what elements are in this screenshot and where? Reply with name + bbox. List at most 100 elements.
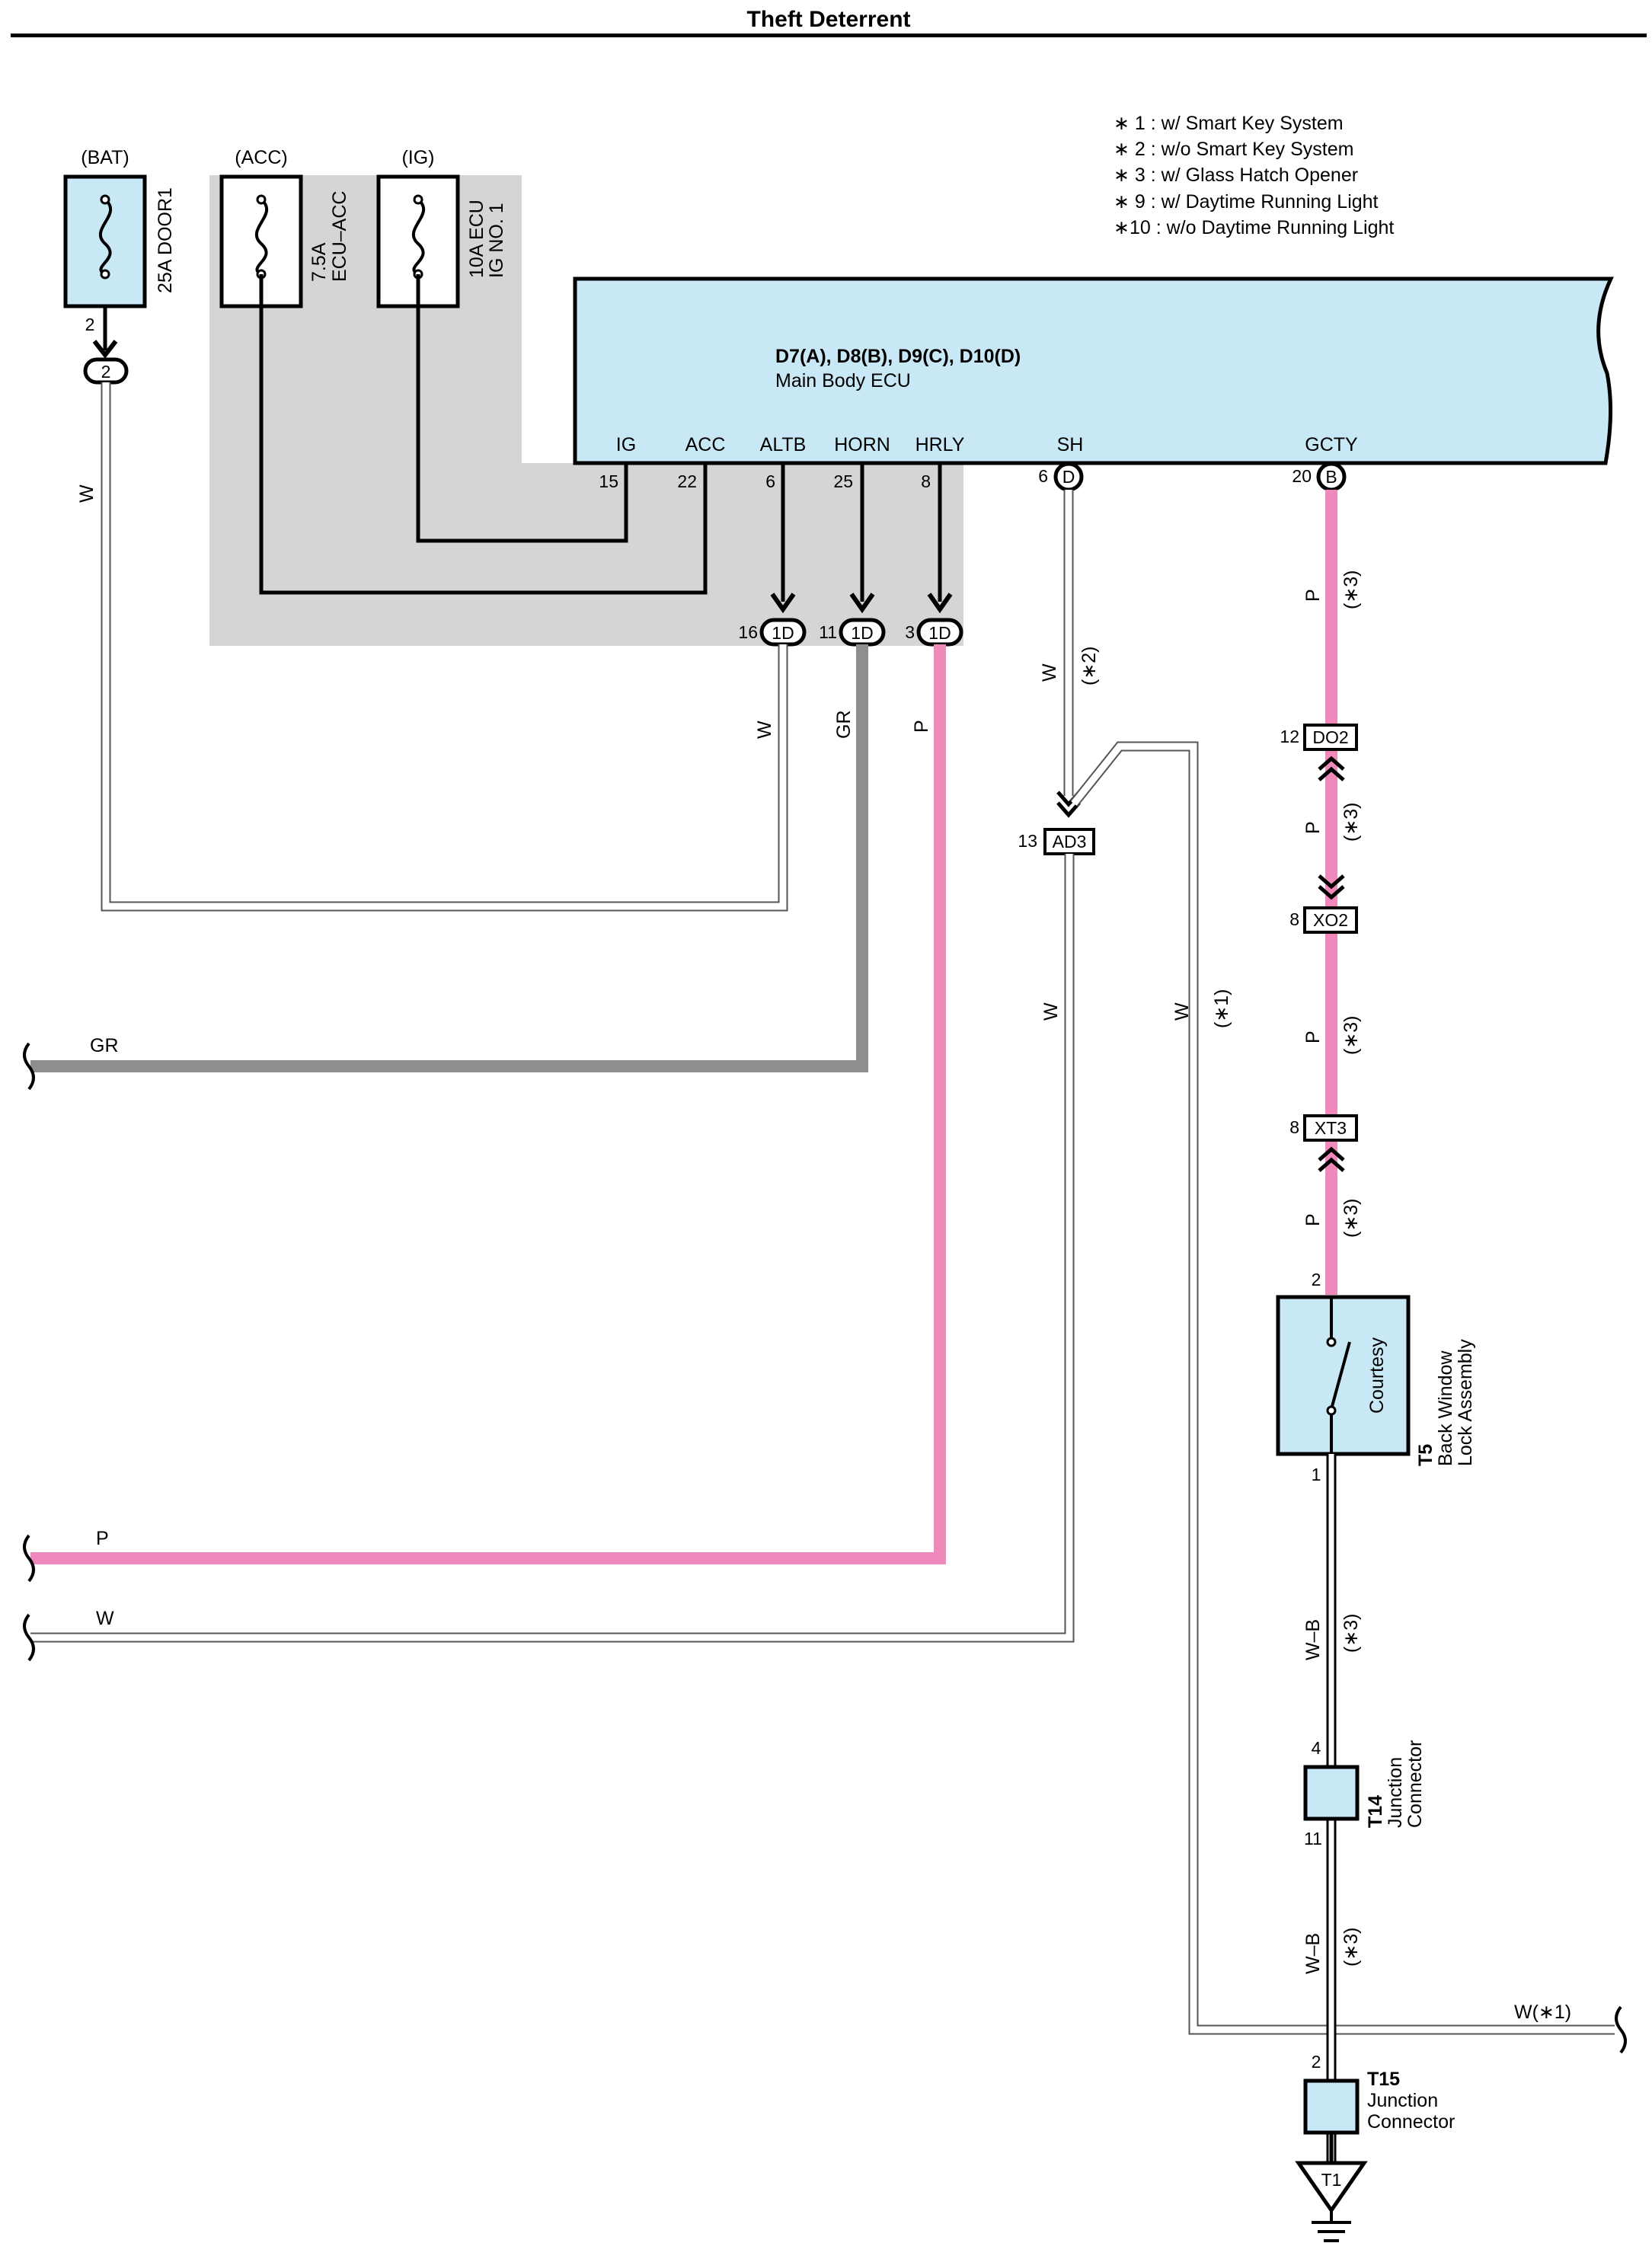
t14-code: T14 [1365,1795,1386,1828]
ecu-connectors: D7(A), D8(B), D9(C), D10(D) [775,346,1021,367]
junction-1d-3: 3 1D [905,618,963,647]
wire-label-gr: GR [833,711,855,740]
svg-text:B: B [1325,467,1337,487]
ecu-terminal-sh: SH [1057,434,1084,455]
note-2: ∗ 2 : w/o Smart Key System [1114,139,1353,160]
wire-note-w-smart: (∗1) [1211,989,1232,1028]
note-4: ∗ 9 : w/ Daytime Running Light [1114,191,1379,212]
wire-label-p-xo2: P [1302,1030,1324,1043]
fuse-acc-source: (ACC) [235,147,287,168]
wire-label-w-sh: W [1039,663,1060,682]
wire-label-w-bat: W [76,484,97,503]
pin-hrly: 8 [921,471,931,491]
wire-label-p: P [911,720,932,733]
left-label-p: P [96,1528,109,1549]
t14-name-line1: Junction [1385,1757,1406,1828]
svg-text:1D: 1D [772,623,794,643]
fuse-bat-source: (BAT) [81,147,129,168]
connector-gcty-b: B [1316,462,1347,492]
wire-label-w-smart: W [1171,1002,1193,1021]
main-body-ecu: D7(A), D8(B), D9(C), D10(D) Main Body EC… [573,276,1614,465]
svg-text:2: 2 [101,362,111,382]
t14-junction-connector [1303,1765,1360,1821]
ecu-terminal-acc: ACC [685,434,726,455]
wire-p-hrly [30,644,946,1564]
wire-label-p-gcty: P [1302,589,1324,602]
wire-note-w-sh: (∗2) [1078,646,1100,685]
page-title: Theft Deterrent [746,7,910,32]
t14-pin-4: 4 [1312,1738,1321,1758]
connector-ad3: 13 AD3 [1018,828,1095,855]
ecu-terminal-hrly: HRLY [915,434,965,455]
t14-name-line2: Connector [1404,1740,1426,1828]
svg-text:1D: 1D [851,623,873,643]
title-rule [11,34,1647,37]
svg-text:3: 3 [905,622,915,642]
svg-text:8: 8 [1289,909,1299,929]
notes-block: ∗ 1 : w/ Smart Key System ∗ 2 : w/o Smar… [1114,113,1394,238]
wire-label-p-do2: P [1302,821,1324,834]
ecu-terminal-ig: IG [616,434,636,455]
connector-sh-d: D [1053,462,1084,492]
t5-back-window-lock-assembly: Courtesy [1276,1295,1411,1456]
pin-horn: 25 [833,471,853,491]
left-label-gr: GR [90,1035,119,1056]
t5-pin-2: 2 [1312,1270,1321,1289]
ecu-terminal-gcty: GCTY [1305,434,1358,455]
connector-bat-2: 2 [83,357,129,385]
left-label-w: W [96,1608,114,1629]
svg-text:D: D [1062,467,1075,487]
svg-text:12: 12 [1280,727,1299,746]
t14-pin-11: 11 [1304,1829,1322,1848]
junction-1d-11: 11 1D [819,618,886,647]
wire-note-p-xo2: (∗3) [1340,1015,1362,1055]
wire-w-ad3 [30,854,1075,1643]
connector-do2: 12 DO2 [1280,724,1358,781]
svg-text:AD3: AD3 [1053,832,1087,852]
pin-altb: 6 [765,471,775,491]
t5-name-line1: Back Window [1435,1350,1456,1466]
wire-note-p-gcty: (∗3) [1340,570,1362,609]
wire-gr [30,644,868,1072]
junction-1d-16: 16 1D [738,618,807,647]
svg-text:8: 8 [1289,1117,1299,1137]
fuse-acc: (ACC) 7.5A ECU–ACC [219,147,350,308]
wire-label-w-16: W [754,721,775,739]
svg-text:XT3: XT3 [1315,1118,1347,1138]
right-label-w: W(∗1) [1514,2002,1571,2023]
svg-text:11: 11 [819,622,837,642]
ground-label: T1 [1321,2170,1342,2190]
fuse-acc-rating: 7.5A [308,242,330,282]
wire-note-p-xt3: (∗3) [1340,1198,1362,1238]
t5-pin-1: 1 [1312,1465,1321,1484]
pin-sh: 6 [1038,466,1048,486]
ground-t1: T1 [1295,2133,1368,2242]
wire-label-wb-2: W–B [1302,1933,1324,1974]
note-5: ∗10 : w/o Daytime Running Light [1114,217,1394,238]
svg-text:1D: 1D [928,623,951,643]
connector-xo2: 8 XO2 [1289,874,1358,934]
t15-name-line2: Connector [1367,2111,1455,2133]
t15-pin-2: 2 [1312,2052,1321,2072]
ecu-name: Main Body ECU [775,370,911,391]
ecu-terminal-altb: ALTB [760,434,807,455]
t15-junction-connector [1303,2078,1360,2135]
note-1: ∗ 1 : w/ Smart Key System [1114,113,1344,134]
wire-note-wb-1: (∗3) [1340,1613,1362,1653]
wire-w-bat [101,382,788,912]
t5-switch-label: Courtesy [1366,1337,1388,1414]
fuse-bat-pin: 2 [85,315,95,334]
t15-code: T15 [1367,2069,1400,2090]
t5-name-line2: Lock Assembly [1455,1339,1476,1466]
wire-note-p-do2: (∗3) [1340,802,1362,842]
fuse-bat-rating: 25A DOOR1 [155,187,176,293]
connector-xt3: 8 XT3 [1289,1114,1358,1172]
ecu-terminal-horn: HORN [834,434,890,455]
pin-gcty: 20 [1292,466,1312,486]
note-3: ∗ 3 : w/ Glass Hatch Opener [1114,165,1358,186]
wire-label-p-xt3: P [1302,1213,1324,1226]
t15-name-line1: Junction [1367,2090,1438,2111]
wire-note-wb-2: (∗3) [1340,1927,1362,1967]
svg-text:13: 13 [1018,831,1037,851]
t5-code: T5 [1415,1444,1436,1466]
